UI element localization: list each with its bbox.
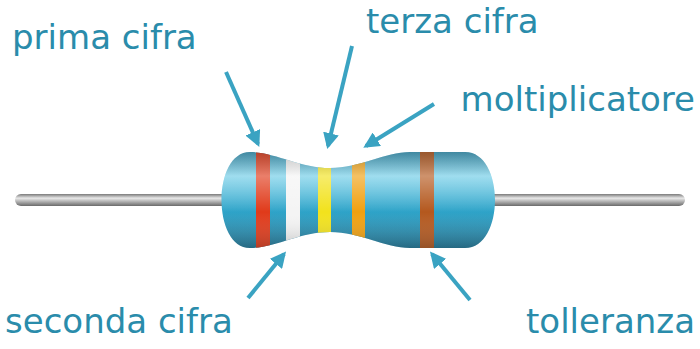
part-label: prima cifra bbox=[12, 18, 197, 57]
part-label: moltiplicatore bbox=[461, 80, 695, 119]
resistor-body bbox=[200, 140, 520, 260]
part-label: terza cifra bbox=[366, 2, 539, 41]
part-label: seconda cifra bbox=[5, 302, 233, 341]
leader-arrows bbox=[226, 46, 470, 300]
part-label: tolleranza bbox=[526, 302, 695, 341]
